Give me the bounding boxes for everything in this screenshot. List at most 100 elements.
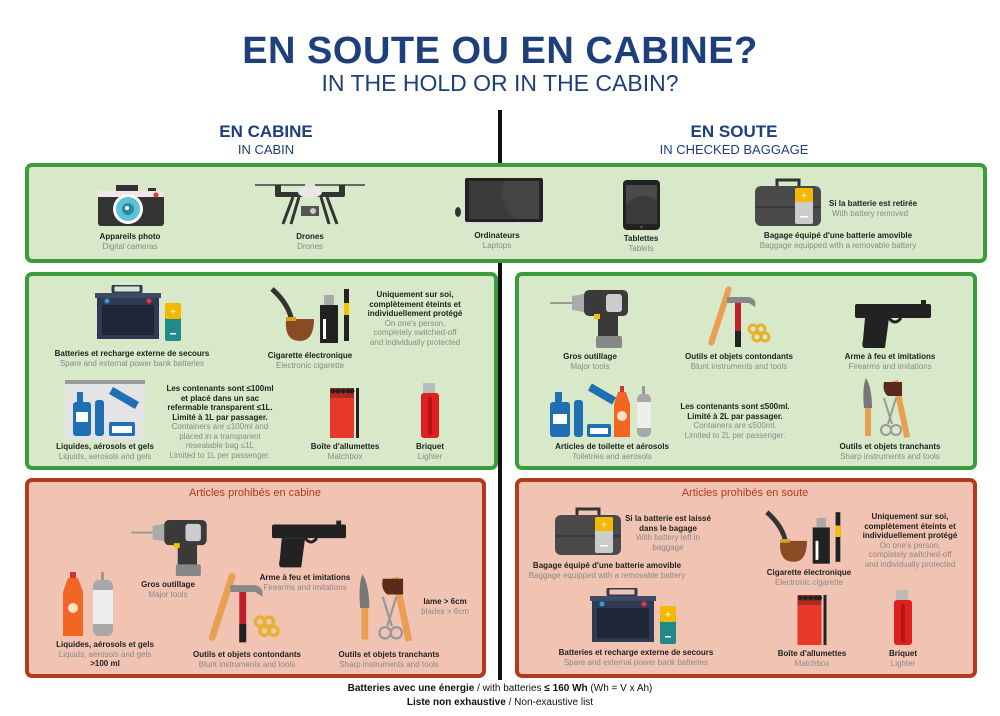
suitcase-battery-icon: + [755,178,821,228]
toiletries-icon [550,382,665,437]
tools-label-en: Major tools [148,590,188,599]
liquids-label: Liquides, aérosols et gels [56,442,154,451]
firearms-label: Arme à feu et imitations [259,573,351,582]
lighter-label: Briquet [416,442,444,451]
ecig-label-en: Electronic cigarette [275,361,345,370]
drone-label: Drones [296,232,324,241]
note-line: Containers are ≤100ml and [171,422,269,431]
note-line: Les contenants sont ≤500ml. [680,402,790,411]
matchbox-icon [797,595,828,645]
note-line: individuellement protégé [367,309,463,318]
tools-label: Gros outillage [563,352,617,361]
drone-icon [255,180,365,228]
sharp-label-en: Sharp instruments and tools [339,660,439,669]
note-line: complètement éteints et [864,521,956,531]
note-line: baggage [652,542,684,552]
toiletries-label-en: Toiletries and aerosols [572,452,652,461]
note-line: Limited to 1L per passenger. [169,450,271,460]
tablet-icon [623,180,660,230]
note-line: Si la batterie est laissé [625,514,711,523]
baggage-label: Bagage équipé d'une batterie amovible [532,561,682,570]
ecig-label: Cigarette électronique [766,568,852,577]
page-subtitle: IN THE HOLD OR IN THE CABIN? [321,70,679,96]
blade-note-en: blades > 6cm [421,607,469,616]
note-line: Limité à 2L par passager. [687,411,783,421]
note-line: and individually protected [864,559,956,569]
note-line: Uniquement sur soi, [376,290,454,299]
batteries-label: Batteries et recharge externe de secours [558,648,714,657]
matchbox-label: Boîte d'allumettes [777,649,847,658]
camera-label-en: Digital cameras [102,242,158,251]
gun-icon [855,300,931,348]
lighter-label: Briquet [889,649,917,658]
note-line: individuellement protégé [862,531,958,540]
tools-label: Gros outillage [141,580,195,589]
firearms-label-en: Firearms and imitations [848,362,932,371]
baggage-label-en: Baggage equipped with a removable batter… [759,241,917,250]
note-line: Les contenants sont ≤100ml [166,384,274,393]
ecig-label: Cigarette électronique [267,351,353,360]
battery-footnote: Batteries avec une énergie / with batter… [348,683,653,694]
liquids-note: Les contenants sont ≤100ml et placé dans… [166,384,273,460]
note-line: With battery left in [635,533,701,542]
blunt-label-en: Blunt instruments and tools [198,660,296,669]
sharp-label: Outils et objets tranchants [839,442,941,451]
toiletries-label: Articles de toilette et aérosols [555,442,669,451]
note-line: On one's person, [384,318,446,328]
sharp-label: Outils et objets tranchants [338,650,440,659]
bottle-aerosol-icon [63,572,117,636]
sharp-label-en: Sharp instruments and tools [840,452,940,461]
baggage-note: Si la batterie est laissé dans le bagage… [625,514,711,552]
svg-text:+: + [801,191,807,202]
liquids-label-en: Liquids, aerosols and gels [58,650,152,659]
footnote-fr: Batteries avec une énergie [347,683,475,694]
laptop-label-en: Laptops [482,241,512,250]
laptop-icon [455,178,545,226]
baggage-label-en: Baggage equipped with a removable batter… [528,571,686,580]
tablet-label: Tablettes [623,234,659,243]
firearms-label-en: Firearms and imitations [263,583,347,592]
list-footnote: Liste non exhaustive / Non-exaustive lis… [407,697,593,708]
note-line: On one's person, [879,540,941,550]
note-line: Limited to 2L per passenger. [684,430,786,440]
column-divider [498,110,502,680]
blunt-label: Outils et objets contondants [192,650,302,659]
battery-icon: + [95,285,181,341]
matchbox-icon [330,388,360,438]
note-line: completely switched-off [373,328,457,337]
ecigarette-icon [765,508,847,566]
batteries-label-en: Spare and external power bank batteries [563,658,709,667]
laptop-label: Ordinateurs [474,231,520,240]
note-line: placed in a transparent [179,431,261,441]
svg-text:+: + [170,307,176,318]
baggage-note: Si la batterie est retirée [829,199,918,208]
camera-icon [98,183,164,227]
knife-axe-scissors-icon [358,570,420,646]
svg-text:+: + [665,610,671,621]
drone-label-en: Drones [297,242,323,251]
note-line: dans le bagage [639,523,697,533]
note-line: and individually protected [369,337,461,347]
matchbox-label-en: Matchbox [327,452,363,461]
tools-label-en: Major tools [570,362,610,371]
footnote-fr: Liste non exhaustive [406,697,506,708]
blade-note: lame > 6cm [423,597,467,606]
camera-label: Appareils photo [99,232,161,241]
ecig-note: Uniquement sur soi, complètement éteints… [368,290,463,347]
ecig-label-en: Electronic cigarette [774,578,844,587]
note-line: Limité à 1L par passager. [172,412,268,422]
ecigarette-icon [270,285,356,345]
tablet-label-en: Tablets [628,244,654,253]
footnote-en: / Non-exaustive list [505,697,594,708]
ecig-note: Uniquement sur soi, complètement éteints… [863,512,958,569]
toiletry-bag-icon [65,380,145,440]
liquids-label-en: Liquids, aerosols and gels [58,452,152,461]
suitcase-battery-icon: + [555,507,621,557]
hold-column-title: EN SOUTE [690,122,778,141]
note-line: complètement éteints et [369,299,461,309]
note-line: Containers are ≤500ml. [693,421,777,430]
drill-icon [550,290,630,348]
lighter-icon [894,590,912,645]
gun-icon [272,520,346,568]
baggage-note-en: With battery removed [832,209,909,218]
